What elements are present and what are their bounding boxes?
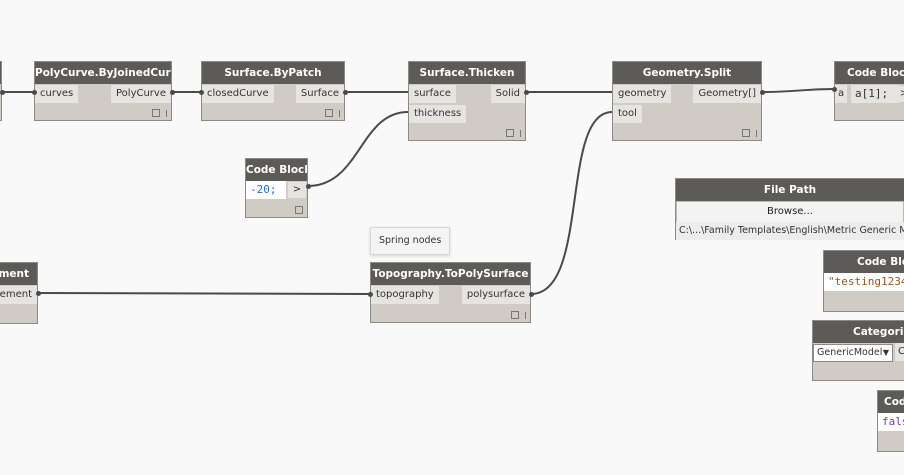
node-surface-by-patch[interactable]: Surface.ByPatch closedCurve Surface [201,61,345,121]
tooltip: Spring nodes [370,227,451,255]
output-port-polysurface[interactable]: polysurface [461,286,530,304]
output-port-geometry-list[interactable]: Geometry[] [693,85,761,103]
wire-codeblock-to-thickness[interactable] [307,111,409,187]
input-port-dot[interactable] [832,87,837,92]
wire-element-to-topography[interactable] [37,292,371,295]
partial-node-left-title [0,62,1,84]
output-port-element[interactable]: lement [0,286,37,304]
grip-icon [756,129,757,137]
preview-toggle-icon[interactable] [511,311,519,319]
node-title: Code Bloc [824,251,904,273]
code-editor[interactable]: fals [878,413,904,431]
output-port-dot[interactable] [529,292,534,297]
input-port-surface[interactable]: surface [409,85,456,103]
output-port-dot[interactable] [306,184,311,189]
node-title: Surface.Thicken [409,62,525,84]
node-element[interactable]: ment lement [0,262,38,324]
node-title: Code Block [835,62,904,84]
node-title: Topography.ToPolySurface [371,263,530,285]
output-port-solid[interactable]: Solid [490,85,525,103]
node-footer [506,129,521,137]
node-code-block-bool[interactable]: Code fals [877,390,904,452]
output-port-dot[interactable] [343,90,348,95]
output-port-surface[interactable]: Surface [295,85,344,103]
grip-icon [339,109,340,117]
node-footer [742,129,757,137]
output-port-dot[interactable] [0,90,5,95]
code-text: a[1]; [855,87,889,100]
code-editor[interactable]: "testing1234 [824,273,904,291]
wire-topography-to-tool[interactable] [530,111,613,295]
node-footer [152,109,167,117]
node-title: Surface.ByPatch [202,62,344,84]
output-port-arrow[interactable]: > [288,182,306,198]
preview-toggle-icon[interactable] [325,109,333,117]
grip-icon [166,109,167,117]
output-port-dot[interactable] [760,90,765,95]
node-footer [295,206,303,214]
node-categories[interactable]: Categories GenericModel ▼ C [812,320,904,381]
node-footer [511,311,526,319]
input-port-dot[interactable] [368,292,373,297]
file-path-text: C:\...\Family Templates\English\Metric G… [676,222,904,240]
wire-split-to-codeblock[interactable] [761,88,835,93]
output-port-dot[interactable] [36,291,41,296]
input-port-thickness[interactable]: thickness [409,105,467,123]
code-editor[interactable]: a[1]; [851,85,899,103]
category-selected: GenericModel [817,347,883,358]
code-editor[interactable]: -20; [246,181,286,199]
node-title: Categories [813,321,904,343]
category-dropdown[interactable]: GenericModel ▼ [813,344,893,362]
input-port-curves[interactable]: curves [35,85,79,103]
node-file-path[interactable]: File Path Browse... C:\...\Family Templa… [675,178,904,240]
output-port-category[interactable]: C [895,343,904,361]
input-port-closedcurve[interactable]: closedCurve [202,85,274,103]
output-port-dot[interactable] [524,90,529,95]
preview-toggle-icon[interactable] [506,129,514,137]
output-port-polycurve[interactable]: PolyCurve [111,85,171,103]
node-title: Code [878,391,904,413]
browse-button[interactable]: Browse... [676,201,904,223]
node-surface-thicken[interactable]: Surface.Thicken surface thickness Solid [408,61,526,141]
node-title: Geometry.Split [613,62,761,84]
input-port-dot[interactable] [199,90,204,95]
node-title: PolyCurve.ByJoinedCurves [35,62,171,84]
preview-toggle-icon[interactable] [152,109,160,117]
preview-toggle-icon[interactable] [742,129,750,137]
input-port-tool[interactable]: tool [613,105,642,123]
node-topography-to-polysurface[interactable]: Topography.ToPolySurface topography poly… [370,262,531,323]
input-port-dot[interactable] [32,90,37,95]
node-polycurve-by-joined-curves[interactable]: PolyCurve.ByJoinedCurves curves PolyCurv… [34,61,172,121]
grip-icon [520,129,521,137]
output-port-dot[interactable] [170,90,175,95]
node-title: Code Block [246,159,307,181]
node-code-block-index[interactable]: Code Block a a[1]; > [834,61,904,121]
node-code-block-string[interactable]: Code Bloc "testing1234 [823,250,904,312]
preview-toggle-icon[interactable] [295,206,303,214]
output-port-arrow[interactable]: > [895,86,904,102]
input-port-a[interactable]: a [835,85,848,103]
input-port-topography[interactable]: topography [371,286,439,304]
node-footer [325,109,340,117]
node-title: File Path [676,179,904,201]
node-geometry-split[interactable]: Geometry.Split geometry tool Geometry[] [612,61,762,141]
node-title: ment [0,263,37,285]
input-port-geometry[interactable]: geometry [613,85,672,103]
node-code-block-thickness[interactable]: Code Block -20; > [245,158,308,218]
grip-icon [525,311,526,319]
chevron-down-icon: ▼ [882,348,889,357]
